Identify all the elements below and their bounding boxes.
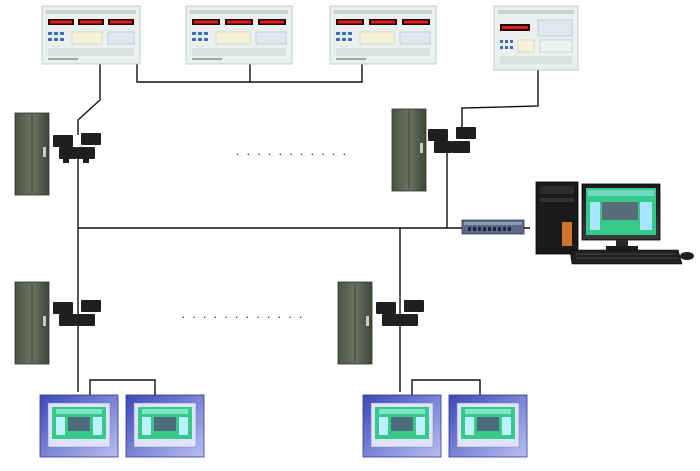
ellipsis-upper: . . . . . . . . . . . [236,144,348,158]
server-cabinet-icon [391,108,427,192]
terminal-link-left [89,379,156,395]
button-grid [336,31,431,56]
server-cabinet-icon [14,281,50,365]
display-terminal-2 [125,394,205,458]
control-panel-2 [185,5,293,65]
network-switch-icon [461,219,525,235]
button-grid [48,31,135,56]
server-cabinet-icon [337,281,373,365]
cabinet-group-bottom-right [337,281,424,365]
connection-lines [77,62,539,395]
control-panel-4 [493,5,579,71]
button-grid [192,31,287,56]
server-cabinet-icon [14,112,50,196]
display-terminal-1 [39,394,119,458]
display-terminal-icon [125,394,205,458]
pc-tower [535,181,579,255]
led-row [336,19,430,25]
panel4-to-cabinet-line [461,70,539,128]
camera-cluster-icon [53,133,101,163]
cabinet-group-top-left [14,112,101,196]
control-panel-3 [329,5,437,65]
cabinet-group-bottom-left [14,281,101,365]
camera-cluster-icon [376,300,424,326]
computer-workstation-icon [535,181,694,265]
mouse [680,252,694,260]
led-row [48,19,134,25]
monitor [581,183,661,250]
display-terminal-icon [39,394,119,458]
camera-cluster-icon [428,127,476,153]
button-grid [500,39,573,64]
led-row [500,19,573,37]
display-terminal-4 [448,394,528,458]
led-row [192,19,286,25]
ellipsis-lower: . . . . . . . . . . . . [182,307,305,321]
panel1-to-cabinet-line [77,62,101,135]
control-panel-1 [41,5,141,65]
display-terminal-3 [362,394,442,458]
display-terminal-icon [448,394,528,458]
display-terminal-icon [362,394,442,458]
keyboard [569,249,683,265]
camera-cluster-icon [53,300,101,326]
terminal-link-right [411,379,481,395]
cabinet-group-top-right [391,108,476,192]
